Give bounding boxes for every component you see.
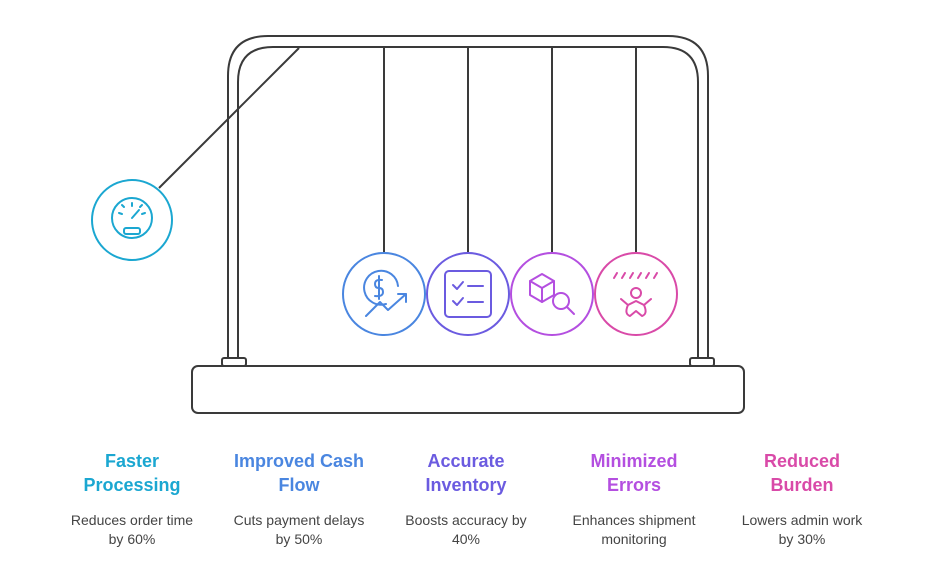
frame-inner-arch: [237, 46, 699, 362]
newtons-cradle-diagram: [91, 35, 745, 414]
benefit-description: Lowers admin work by 30%: [741, 512, 863, 547]
benefit-description: Reduces order time by 60%: [70, 512, 194, 547]
checklist-icon: [444, 270, 492, 318]
relaxed-person-icon: [613, 272, 658, 317]
pendulum-strings: [158, 47, 637, 252]
frame-left-foot: [221, 357, 247, 367]
benefit-reduced-burden: Reduced Burden Lowers admin work by 30%: [718, 449, 886, 549]
pendulum-ball-minimized-errors: [510, 252, 594, 336]
frame-right-foot: [689, 357, 715, 367]
pendulum-ball-improved-cash-flow: [342, 252, 426, 336]
benefit-accurate-inventory: Accurate Inventory Boosts accuracy by 40…: [382, 449, 550, 549]
box-search-icon: [529, 273, 575, 315]
cradle-base: [191, 365, 745, 414]
benefit-title: Faster Processing: [83, 451, 181, 495]
benefit-title: Minimized Errors: [590, 451, 678, 495]
benefit-description: Enhances shipment monitoring: [572, 512, 696, 547]
benefit-minimized-errors: Minimized Errors Enhances shipment monit…: [550, 449, 718, 549]
benefit-labels: Faster Processing Reduces order time by …: [0, 449, 936, 570]
pendulum-ball-reduced-burden: [594, 252, 678, 336]
frame-outer-arch: [227, 35, 709, 362]
string-1: [158, 47, 300, 189]
cradle-frame: [191, 35, 745, 414]
benefit-description: Boosts accuracy by 40%: [405, 512, 527, 547]
benefit-title: Accurate Inventory: [425, 451, 507, 495]
pendulum-ball-faster-processing: [91, 179, 173, 261]
benefit-faster-processing: Faster Processing Reduces order time by …: [48, 449, 216, 549]
speedometer-icon: [111, 197, 153, 239]
benefit-title: Improved Cash Flow: [233, 451, 365, 495]
benefit-description: Cuts payment delays by 50%: [233, 512, 365, 547]
pendulum-ball-accurate-inventory: [426, 252, 510, 336]
benefit-improved-cash-flow: Improved Cash Flow Cuts payment delays b…: [215, 449, 383, 549]
benefit-title: Reduced Burden: [763, 451, 841, 495]
dollar-growth-icon: [363, 269, 407, 317]
